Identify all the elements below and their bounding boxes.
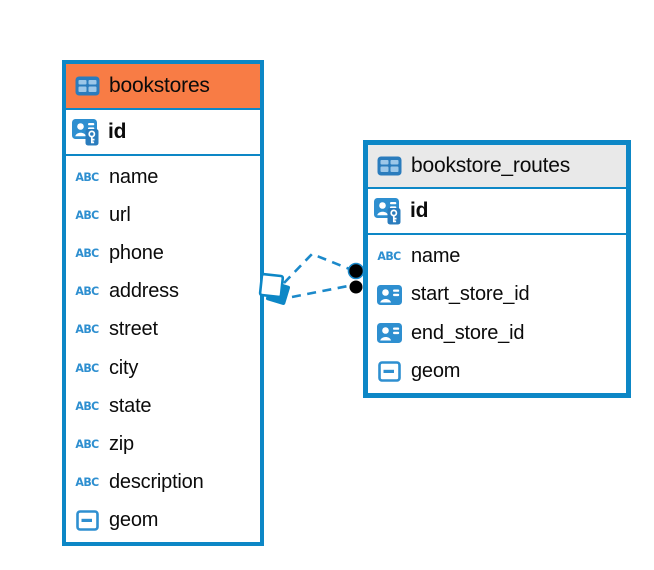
column-row[interactable]: ABC phone: [66, 234, 260, 272]
primary-key-row[interactable]: id: [368, 189, 626, 235]
column-row[interactable]: geom: [368, 353, 626, 392]
primary-key-icon: [71, 118, 98, 145]
table-header-bookstores[interactable]: bookstores: [66, 64, 260, 110]
column-name: name: [109, 165, 159, 188]
table-bookstore-routes[interactable]: bookstore_routes id ABC name start_store…: [363, 140, 631, 398]
column-name: city: [109, 356, 139, 379]
column-row[interactable]: ABC city: [66, 349, 260, 387]
column-name: start_store_id: [411, 283, 530, 306]
geometry-icon: [75, 510, 99, 532]
column-name: id: [410, 199, 429, 222]
column-name: description: [109, 471, 204, 494]
text-type-icon: ABC: [75, 170, 99, 184]
column-name: phone: [109, 242, 164, 264]
column-row[interactable]: ABC url: [66, 196, 260, 234]
table-title: bookstore_routes: [411, 154, 571, 177]
column-row[interactable]: ABC name: [368, 237, 626, 276]
text-type-icon: ABC: [75, 284, 99, 299]
column-list: ABC name start_store_id end_store_id geo…: [368, 235, 626, 393]
text-type-icon: ABC: [75, 361, 99, 375]
table-header-bookstore-routes[interactable]: bookstore_routes: [368, 145, 626, 189]
text-type-icon: ABC: [75, 475, 99, 490]
column-row[interactable]: ABC description: [66, 464, 260, 502]
text-type-icon: ABC: [75, 208, 99, 223]
text-type-icon: ABC: [75, 399, 99, 414]
column-name: url: [109, 203, 131, 226]
text-type-icon: ABC: [377, 249, 401, 264]
column-list: ABC name ABC url ABC phone ABC address A…: [66, 156, 260, 542]
column-name: geom: [109, 509, 159, 532]
column-name: geom: [411, 360, 461, 383]
column-row[interactable]: geom: [66, 502, 260, 540]
column-row[interactable]: ABC state: [66, 387, 260, 425]
column-row[interactable]: start_store_id: [368, 276, 626, 315]
table-icon: [377, 156, 401, 176]
table-title: bookstores: [109, 74, 210, 97]
column-row[interactable]: ABC address: [66, 273, 260, 311]
column-name: end_store_id: [411, 321, 525, 344]
column-row[interactable]: ABC zip: [66, 425, 260, 463]
source-marker-stacked-squares-icon: [258, 272, 290, 305]
column-row[interactable]: ABC street: [66, 311, 260, 349]
text-type-icon: ABC: [75, 246, 99, 261]
column-name: street: [109, 318, 158, 341]
primary-key-row[interactable]: id: [66, 110, 260, 156]
column-name: name: [411, 244, 461, 267]
primary-key-icon: [373, 197, 400, 224]
text-type-icon: ABC: [75, 437, 99, 452]
column-name: id: [108, 120, 127, 143]
table-bookstores[interactable]: bookstores id ABC name ABC url ABC phone…: [62, 60, 264, 546]
reference-icon: [376, 323, 402, 344]
column-name: state: [109, 394, 152, 417]
relationship-line-1[interactable]: [283, 252, 353, 284]
target-dot-icon: [347, 262, 365, 280]
text-type-icon: ABC: [75, 323, 99, 337]
table-icon: [75, 76, 99, 96]
column-name: zip: [109, 433, 134, 456]
column-name: address: [109, 280, 179, 303]
relationship-line-2[interactable]: [291, 284, 349, 299]
column-row[interactable]: end_store_id: [368, 314, 626, 353]
geometry-icon: [377, 361, 401, 383]
reference-icon: [376, 284, 402, 305]
column-row[interactable]: ABC name: [66, 158, 260, 196]
target-dot-icon: [349, 280, 363, 294]
